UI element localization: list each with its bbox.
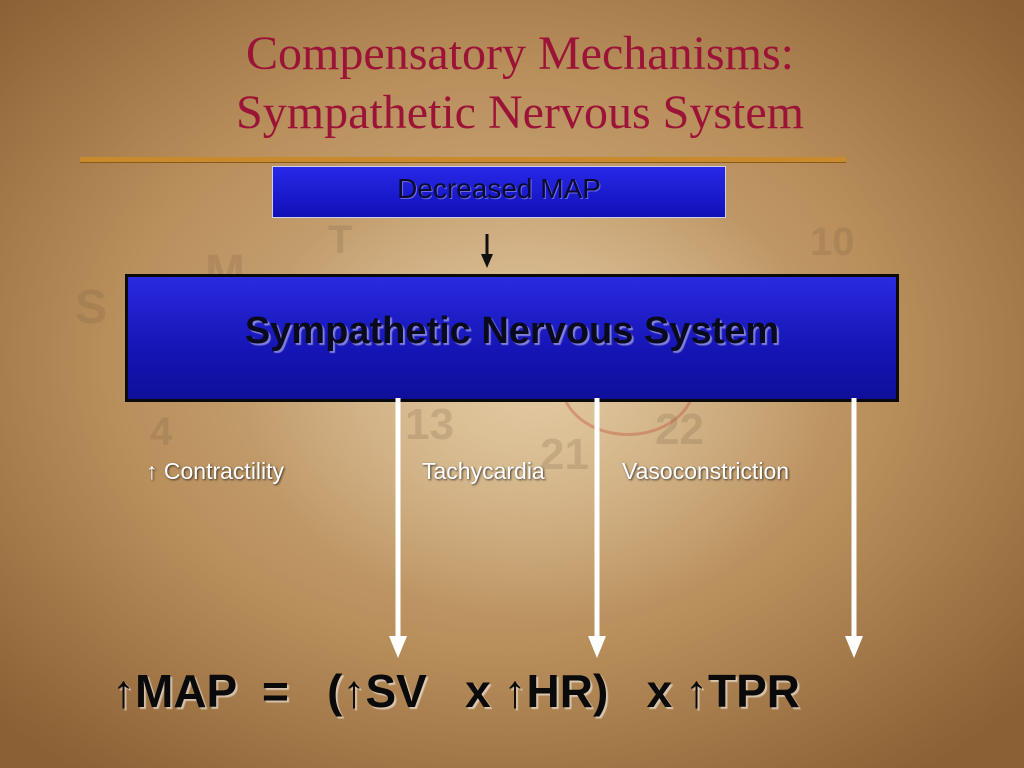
title-line-1: Compensatory Mechanisms: <box>246 27 794 80</box>
background-calendar-glyph: 13 <box>405 400 454 449</box>
decreased-map-label: Decreased MAP <box>397 173 601 204</box>
map-equation: ↑MAP = (↑SV x ↑HR) x ↑TPR <box>112 665 801 717</box>
background-calendar-glyph: 21 <box>540 430 589 479</box>
background-calendar-glyph: 4 <box>150 410 173 454</box>
background-calendar-glyph: 10 <box>810 220 855 264</box>
background-calendar-glyph: S <box>75 281 108 334</box>
arrow-to-hr-head-icon <box>588 636 606 658</box>
title-line-2: Sympathetic Nervous System <box>236 86 804 139</box>
title-divider <box>80 157 846 163</box>
sympathetic-nervous-system-label: Sympathetic Nervous System <box>244 309 780 352</box>
sympathetic-nervous-system-box: Sympathetic Nervous System <box>125 274 899 402</box>
tachycardia-label: Tachycardia <box>422 458 545 484</box>
decreased-map-box: Decreased MAP <box>272 166 726 218</box>
arrow-down-head-icon <box>481 254 493 268</box>
contractility-label: ↑ Contractility <box>146 458 285 484</box>
arrow-to-tpr-head-icon <box>845 636 863 658</box>
arrow-to-sv-head-icon <box>389 636 407 658</box>
vasoconstriction-label: Vasoconstriction <box>622 458 790 484</box>
background-calendar-glyph: T <box>328 218 353 262</box>
